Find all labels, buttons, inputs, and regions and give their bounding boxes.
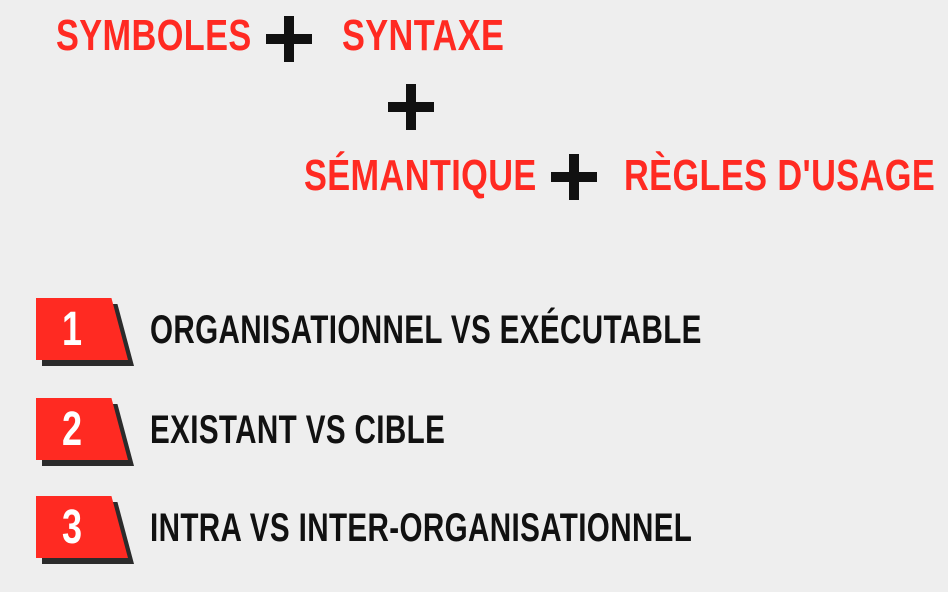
number-badge: 3 [36,496,134,564]
badge-number: 3 [62,501,83,554]
plus-icon [388,84,434,130]
list-item: 3 INTRA VS INTER-ORGANISATIONNEL [36,496,936,566]
plus-icon [266,16,312,62]
badge-fill [36,496,128,558]
badge-fill [36,398,128,460]
badge-number: 1 [62,303,83,356]
badge-fill [36,298,128,360]
plus-icon [551,154,597,200]
number-badge: 2 [36,398,134,466]
term-syntaxe: SYNTAXE [342,11,505,60]
list-item: 1 ORGANISATIONNEL VS EXÉCUTABLE [36,298,936,368]
badge-number: 2 [62,403,83,456]
item-label: ORGANISATIONNEL VS EXÉCUTABLE [150,308,702,352]
number-badge: 1 [36,298,134,366]
term-semantique: SÉMANTIQUE [304,151,537,200]
list-item: 2 EXISTANT VS CIBLE [36,398,936,468]
item-label: EXISTANT VS CIBLE [150,408,446,452]
term-regles-usage: RÈGLES D'USAGE [624,151,936,200]
item-label: INTRA VS INTER-ORGANISATIONNEL [150,506,693,550]
term-symboles: SYMBOLES [56,11,252,60]
